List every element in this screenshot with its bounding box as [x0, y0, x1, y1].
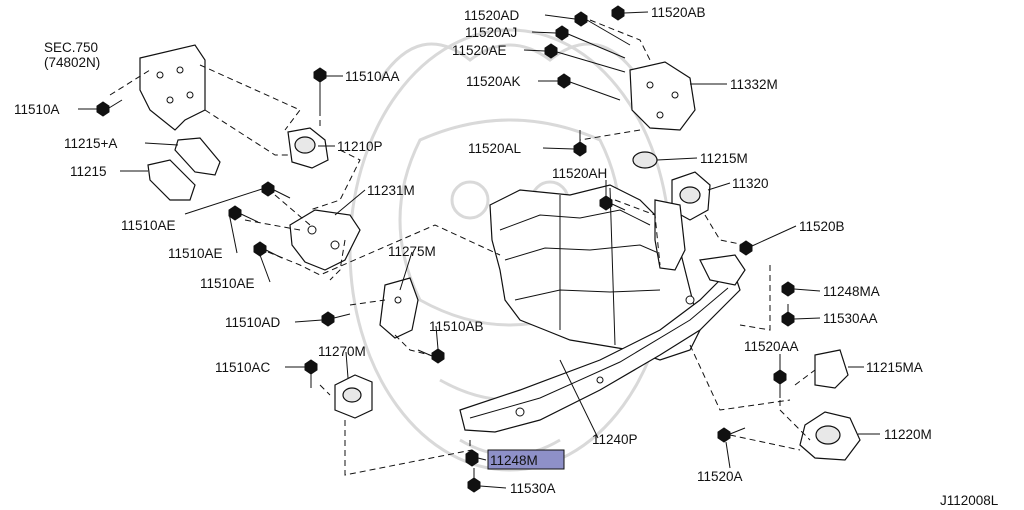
label-11520B[interactable]: 11520B [799, 219, 845, 234]
link-11215 [147, 137, 221, 201]
bracket-11275M [379, 277, 419, 339]
leader-lines [78, 11, 880, 489]
label-11520AH[interactable]: 11520AH [552, 166, 607, 181]
washer-11215M [632, 151, 658, 169]
mount-11210P [287, 127, 329, 169]
sec750-bracket [139, 44, 206, 131]
mount-11220M [799, 411, 861, 461]
label-11520AA[interactable]: 11520AA [744, 339, 799, 354]
mount-11270M [334, 374, 373, 419]
label-11520AE[interactable]: 11520AE [452, 43, 507, 58]
label-11275M[interactable]: 11275M [388, 244, 436, 259]
mount-11320 [654, 171, 711, 271]
engine-block [489, 184, 701, 361]
label-11240P[interactable]: 11240P [592, 432, 638, 447]
label-11510AA[interactable]: 11510AA [345, 69, 400, 84]
dashed-guides [109, 19, 816, 476]
bracket-11332M [629, 61, 696, 131]
label-sec750: SEC.750 [44, 40, 98, 55]
label-11520AB[interactable]: 11520AB [651, 5, 706, 20]
label-11520AL[interactable]: 11520AL [468, 141, 522, 156]
label-11510AD[interactable]: 11510AD [225, 315, 281, 330]
crossmember [459, 254, 746, 433]
label-11510AB[interactable]: 11510AB [429, 319, 484, 334]
label-11248MA[interactable]: 11248MA [823, 284, 880, 299]
label-11520AK[interactable]: 11520AK [466, 74, 521, 89]
highlight-box [487, 449, 565, 470]
label-11530AA[interactable]: 11530AA [823, 311, 878, 326]
diagram-id: J112008L [940, 493, 999, 508]
label-11210P[interactable]: 11210P [337, 139, 383, 154]
label-11248M[interactable]: 11248M [490, 453, 538, 468]
label-11520AJ[interactable]: 11520AJ [465, 25, 517, 40]
label-11215A[interactable]: 11215+A [64, 136, 117, 151]
label-11215MA[interactable]: 11215MA [866, 360, 923, 375]
label-11220M[interactable]: 11220M [884, 427, 932, 442]
label-11510AC[interactable]: 11510AC [215, 360, 271, 375]
label-11231M[interactable]: 11231M [367, 183, 415, 198]
label-11510AE-3[interactable]: 11510AE [200, 276, 255, 291]
label-11332M[interactable]: 11332M [730, 77, 778, 92]
label-11510A[interactable]: 11510A [14, 102, 60, 117]
label-11530A[interactable]: 11530A [510, 481, 556, 496]
label-11270M[interactable]: 11270M [318, 344, 366, 359]
label-11215[interactable]: 11215 [70, 164, 107, 179]
insulator-11215MA [814, 349, 849, 389]
label-11520A[interactable]: 11520A [697, 469, 743, 484]
label-11520AD[interactable]: 11520AD [464, 8, 520, 23]
label-11510AE-1[interactable]: 11510AE [121, 218, 176, 233]
label-11510AE-2[interactable]: 11510AE [168, 246, 223, 261]
label-11215M[interactable]: 11215M [700, 151, 748, 166]
label-11320[interactable]: 11320 [732, 176, 769, 191]
part-labels: SEC.750 (74802N) 11510A 11215+A 11215 11… [14, 5, 999, 508]
label-sec750-ref: (74802N) [44, 55, 100, 70]
